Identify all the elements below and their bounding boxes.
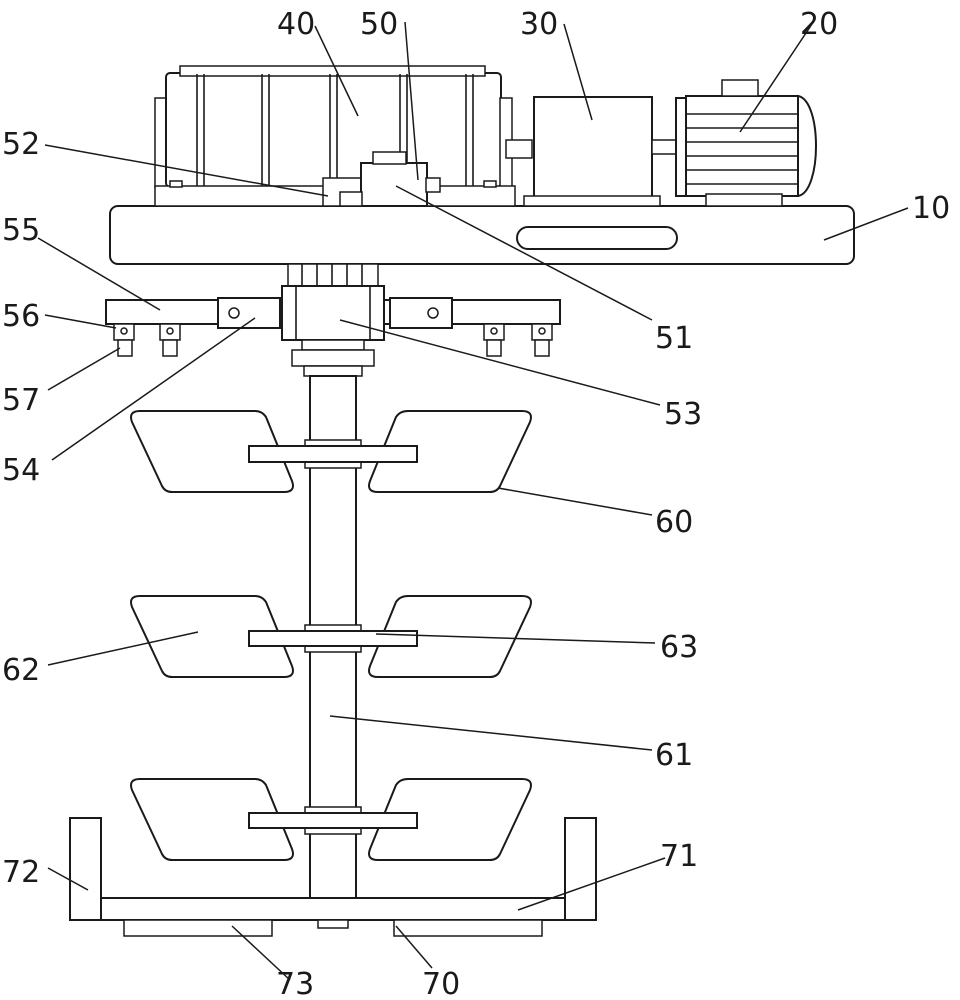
label-50: 50 xyxy=(360,7,398,42)
label-57: 57 xyxy=(2,383,40,418)
label-62: 62 xyxy=(2,653,40,688)
label-54: 54 xyxy=(2,453,40,488)
label-10: 10 xyxy=(912,191,950,226)
shaft-flanges xyxy=(291,339,375,377)
label-30: 30 xyxy=(520,7,558,42)
label-56: 56 xyxy=(2,299,40,334)
reference-numerals: 40 50 30 20 10 52 51 55 56 57 54 53 60 6… xyxy=(2,7,950,1000)
leader-lines xyxy=(37,21,909,981)
base-plate xyxy=(109,205,855,265)
label-40: 40 xyxy=(277,7,315,42)
label-63: 63 xyxy=(660,630,698,665)
label-71: 71 xyxy=(660,839,698,874)
label-53: 53 xyxy=(664,397,702,432)
bearing-seat xyxy=(287,263,379,289)
label-60: 60 xyxy=(655,505,693,540)
label-70: 70 xyxy=(422,967,460,1000)
label-52: 52 xyxy=(2,127,40,162)
reducer-housing xyxy=(154,65,533,207)
motor xyxy=(675,79,817,207)
bottom-frame xyxy=(69,817,597,937)
slider-block xyxy=(322,151,441,207)
label-51: 51 xyxy=(655,321,693,356)
label-73: 73 xyxy=(276,967,314,1000)
nozzles xyxy=(113,323,553,357)
label-61: 61 xyxy=(655,738,693,773)
label-55: 55 xyxy=(2,213,40,248)
label-72: 72 xyxy=(2,855,40,890)
spray-arm xyxy=(105,285,561,341)
main-shaft xyxy=(248,375,418,899)
gearbox xyxy=(523,96,683,207)
label-20: 20 xyxy=(800,7,838,42)
